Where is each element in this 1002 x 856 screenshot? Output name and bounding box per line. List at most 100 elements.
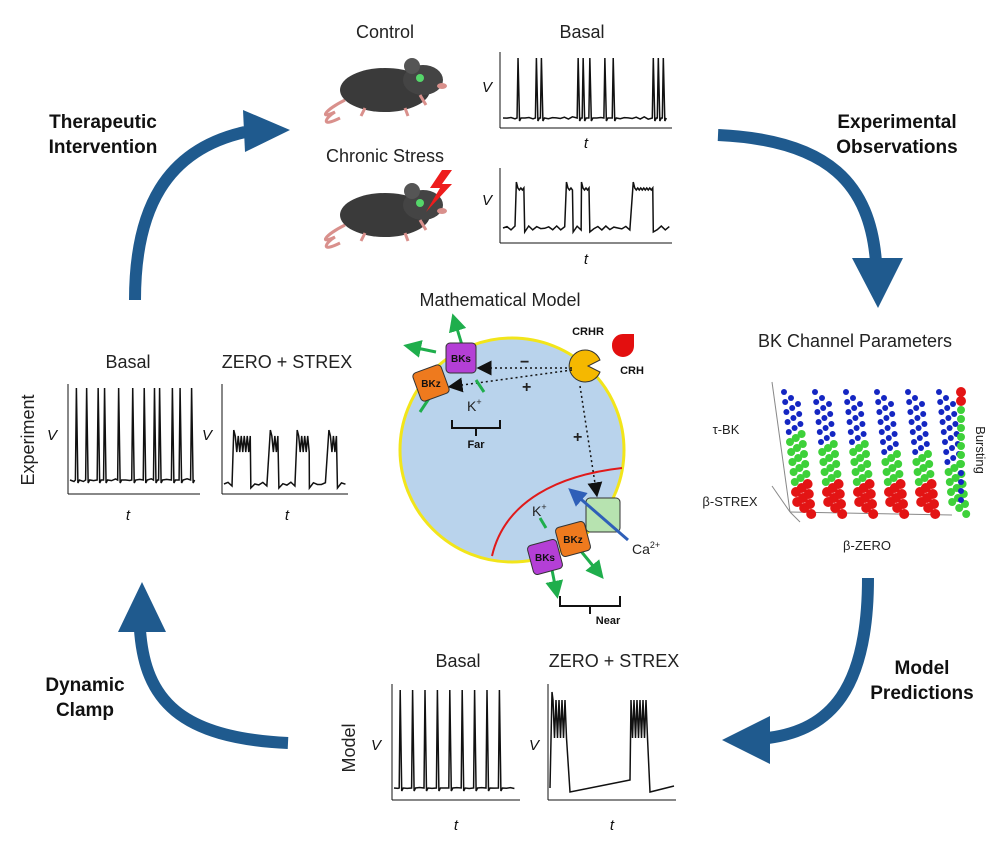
param-dot: [926, 479, 937, 489]
label-dynamic-clamp-1: Dynamic: [45, 675, 125, 696]
crhr-label: CRHR: [572, 326, 604, 338]
model-strex-axes: [547, 684, 676, 801]
param-dot: [885, 435, 892, 441]
param-dot: [895, 470, 904, 478]
param-dot: [834, 489, 845, 499]
param-dot: [819, 458, 828, 466]
legend-dot: [958, 470, 964, 476]
arrow-therapeutic-intervention: [129, 126, 247, 301]
param-dot: [922, 431, 929, 437]
param-dot: [823, 435, 830, 441]
bursting-label: Bursting: [973, 426, 988, 474]
legend-dot: [957, 415, 965, 423]
param-dot: [946, 425, 953, 431]
arrowhead-model-predictions: [722, 716, 770, 764]
param-dot: [784, 419, 791, 425]
param-dot: [826, 464, 835, 472]
param-dot: [913, 405, 920, 411]
param-dot: [803, 489, 814, 499]
param-dot: [911, 439, 917, 445]
param-dot: [909, 429, 916, 435]
legend-dot: [957, 424, 965, 432]
bk-params-title: BK Channel Parameters: [758, 331, 952, 351]
bkz-channel-near: [555, 521, 591, 557]
param-dot: [895, 479, 906, 489]
param-dot: [916, 435, 923, 441]
param-dot: [868, 509, 879, 519]
param-dot: [863, 460, 872, 468]
param-dot: [820, 405, 827, 411]
param-dot: [791, 434, 800, 442]
model-basal-v-label: V: [371, 737, 383, 754]
near-bracket: [559, 596, 621, 614]
param-dot: [865, 489, 876, 499]
experiment-basal-trace: [69, 387, 196, 484]
legend-dot: [956, 396, 966, 406]
legend-dot: [957, 406, 965, 414]
param-dot: [943, 395, 949, 401]
param-dot: [856, 454, 865, 462]
param-dot: [875, 399, 882, 405]
model-basal-trace: [393, 689, 515, 792]
calcium-influx-arrow: [568, 488, 629, 542]
param-dot: [914, 415, 921, 421]
label-model-predictions-2: Predictions: [870, 683, 973, 704]
math-model-title: Mathematical Model: [419, 290, 580, 310]
param-dot: [852, 478, 861, 486]
param-dot: [950, 401, 956, 407]
param-dot: [881, 395, 887, 401]
control-mouse-icon: [323, 58, 447, 124]
param-dot: [894, 460, 903, 468]
param-dot: [915, 425, 922, 431]
param-dot: [874, 389, 880, 395]
param-dot: [930, 509, 941, 519]
param-dot: [878, 429, 885, 435]
experiment-strex-t-label: t: [285, 507, 290, 524]
param-dot: [832, 460, 841, 468]
param-dot: [951, 474, 960, 482]
param-dot: [949, 445, 955, 451]
param-dot: [846, 419, 853, 425]
param-dot: [845, 409, 852, 415]
param-dot: [829, 431, 836, 437]
param-dot: [797, 421, 804, 427]
param-dot: [945, 478, 954, 486]
param-dot: [944, 405, 951, 411]
model-side-label: Model: [339, 723, 359, 772]
legend-dot: [958, 488, 964, 494]
param-dot: [883, 478, 892, 486]
param-dot: [818, 439, 824, 445]
legend-dot: [958, 497, 964, 503]
experiment-strex-axes: [221, 384, 348, 495]
beta-strex-label: β-STREX: [702, 494, 757, 509]
param-dot: [905, 389, 911, 395]
param-dot: [926, 470, 935, 478]
model-strex-t-label: t: [610, 817, 615, 834]
label-therapeutic-2: Intervention: [49, 137, 158, 158]
param-dot: [827, 474, 836, 482]
param-dot: [938, 409, 945, 415]
param-dot: [833, 470, 842, 478]
param-dot: [793, 444, 801, 452]
param-dot: [891, 431, 898, 437]
k-label-far: K+: [467, 397, 482, 414]
param-dot: [884, 425, 891, 431]
cell-body: [398, 336, 626, 564]
param-dot: [816, 429, 823, 435]
param-dot: [906, 399, 913, 405]
param-dot: [789, 405, 796, 411]
legend-dot: [958, 479, 964, 485]
param-dot: [921, 421, 928, 427]
green-flux-lines-near: [538, 517, 548, 529]
param-dot: [927, 489, 938, 499]
bks-label-far: BKs: [451, 354, 471, 365]
param-dot: [890, 421, 897, 427]
param-dot: [951, 411, 958, 417]
param-dot: [791, 425, 798, 431]
param-dot: [782, 399, 789, 405]
param-dot: [952, 421, 959, 427]
param-dot: [924, 450, 932, 458]
param-dot: [813, 399, 820, 405]
param-dot: [888, 401, 894, 407]
bks-channel-far: [445, 342, 477, 374]
